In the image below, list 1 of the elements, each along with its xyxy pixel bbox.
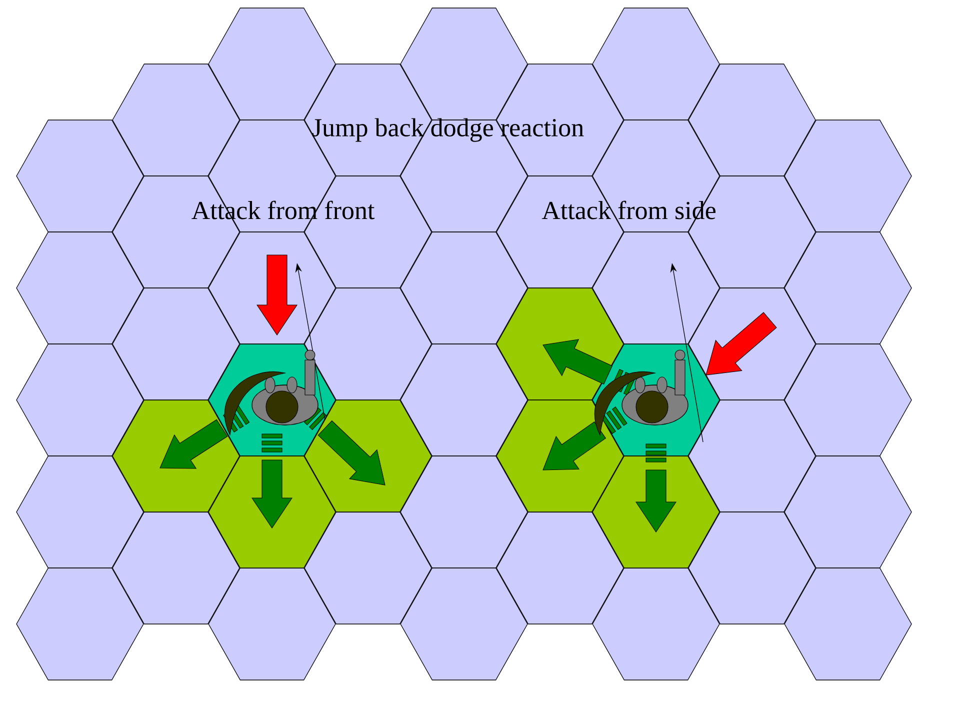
title: Jump back dodge reaction bbox=[312, 118, 584, 142]
